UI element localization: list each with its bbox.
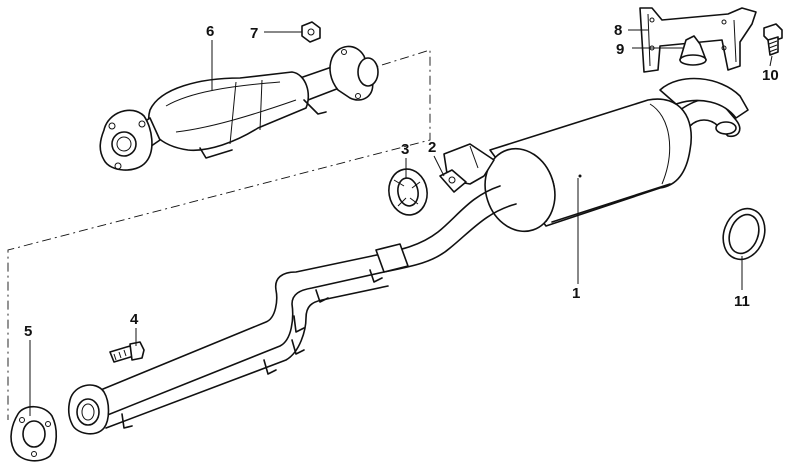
part-number-labels: 1 2 3 4 5 6 7 8 9 10 11	[24, 22, 779, 340]
part-label-5: 5	[24, 323, 32, 340]
part-label-2: 2	[428, 139, 436, 156]
part-label-7: 7	[250, 25, 258, 42]
part-label-3: 3	[401, 141, 409, 158]
part-label-1: 1	[572, 285, 580, 302]
part-3-gasket-ring[interactable]	[385, 166, 430, 218]
leader-lines	[29, 29, 773, 416]
part-label-9: 9	[616, 41, 624, 58]
part-10-bolt[interactable]	[763, 23, 783, 56]
part-1-rear-muffler[interactable]	[475, 77, 749, 241]
part-2-clamp[interactable]	[439, 143, 495, 193]
part-5-flange-gasket[interactable]	[10, 405, 58, 462]
part-label-6: 6	[206, 23, 214, 40]
middle-pipe[interactable]	[67, 185, 517, 435]
part-7-nut[interactable]	[301, 21, 321, 43]
part-label-10: 10	[762, 67, 779, 84]
part-6-catalytic-converter[interactable]	[99, 45, 379, 171]
part-11-sealing-ring[interactable]	[716, 203, 771, 266]
part-4-bolt[interactable]	[109, 341, 145, 363]
part-label-8: 8	[614, 22, 622, 39]
part-label-11: 11	[734, 293, 750, 310]
part-label-4: 4	[130, 311, 139, 328]
part-9-rubber-mount[interactable]	[679, 35, 707, 66]
